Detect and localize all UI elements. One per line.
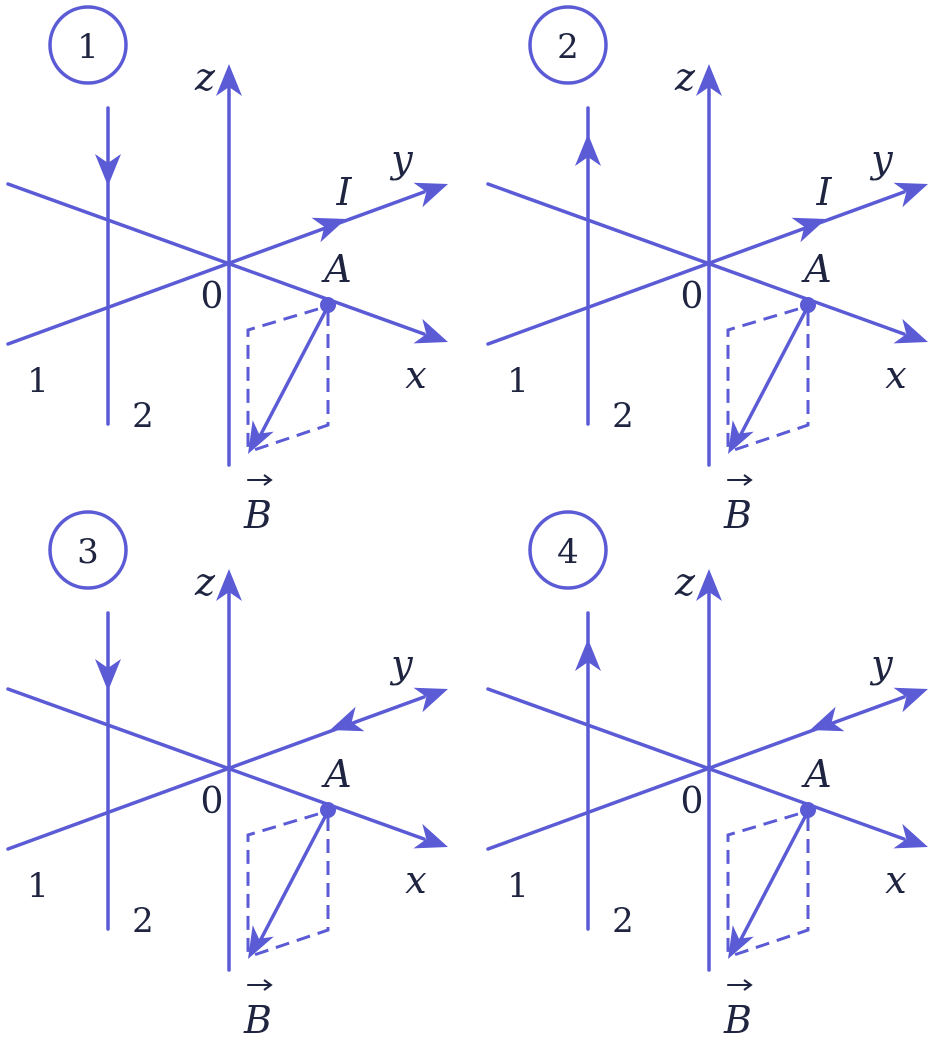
panel-number-circle — [48, 5, 128, 85]
point-a-label: A — [321, 247, 351, 291]
point-a-label: A — [801, 752, 831, 796]
projection-parallelogram — [726, 307, 810, 454]
point-a-label: A — [321, 752, 351, 796]
z-axis-label: z — [674, 560, 696, 604]
panel-number: 2 — [557, 27, 579, 67]
panel-number: 1 — [77, 27, 99, 67]
x-axis — [486, 182, 906, 336]
x-axis-label: x — [885, 353, 906, 397]
x-axis — [6, 182, 426, 336]
field-vector-arrow-icon — [248, 925, 274, 959]
projection-parallelogram — [246, 307, 330, 454]
current-label: I — [815, 170, 832, 214]
field-b-vector-arrow-icon — [743, 474, 753, 486]
y-axis — [6, 695, 426, 851]
y-axis — [486, 190, 906, 346]
wire-current-down-arrow-icon — [95, 659, 121, 691]
field-b-vector-arrow-icon — [263, 979, 273, 991]
projection-parallelogram — [726, 812, 810, 959]
x-axis-arrow-icon — [413, 318, 448, 344]
current-arrow-icon — [810, 706, 845, 732]
y-axis — [486, 695, 906, 851]
panel-1-figure: 1 z x y 0 I 1 2 A B — [6, 5, 448, 537]
wire-1-label: 1 — [27, 361, 49, 401]
y-axis-arrow-icon — [893, 182, 928, 208]
panel-number: 3 — [77, 532, 99, 572]
wire-current-down-arrow-icon — [95, 154, 121, 186]
wire-2-label: 2 — [612, 901, 634, 941]
field-b-label: B — [243, 493, 272, 537]
field-b-vector-arrow-icon — [263, 474, 273, 486]
field-vector-arrow-icon — [728, 925, 754, 959]
field-vector-b — [738, 813, 808, 943]
projection-parallelogram — [246, 812, 330, 959]
current-arrow-icon — [791, 217, 826, 243]
y-axis-arrow-icon — [893, 687, 928, 713]
field-vector-arrow-icon — [728, 420, 754, 454]
panel-number-circle — [48, 510, 128, 590]
field-vector-b — [258, 813, 328, 943]
point-a-marker — [320, 297, 336, 313]
wire-2-label: 2 — [132, 396, 154, 436]
z-axis-label: z — [674, 55, 696, 99]
field-b-vector-arrow-icon — [743, 979, 753, 991]
field-vector-arrow-icon — [248, 420, 274, 454]
x-axis-label: x — [405, 353, 426, 397]
x-axis — [486, 687, 906, 841]
point-a-label: A — [801, 247, 831, 291]
panel-number: 4 — [557, 532, 579, 572]
wire-2-label: 2 — [132, 901, 154, 941]
wire-current-up-arrow-icon — [575, 639, 601, 671]
z-axis-arrow-icon — [216, 64, 242, 96]
field-b-label: B — [723, 493, 752, 537]
x-axis-arrow-icon — [413, 823, 448, 849]
y-axis-label: y — [869, 642, 893, 686]
x-axis-arrow-icon — [893, 823, 928, 849]
origin-label: 0 — [681, 276, 704, 317]
diagram-panel-1: 1 z x y 0 I 1 2 A B — [0, 0, 474, 537]
field-b-label: B — [723, 998, 752, 1042]
panel-number-circle — [528, 5, 608, 85]
z-axis-label: z — [194, 560, 216, 604]
wire-current-up-arrow-icon — [575, 134, 601, 166]
y-axis-arrow-icon — [413, 687, 448, 713]
panel-3-figure: 3 z x y 0 1 2 A B — [6, 510, 448, 1042]
wire-1-label: 1 — [507, 361, 529, 401]
current-arrow-icon — [330, 706, 365, 732]
panel-4-figure: 4 z x y 0 1 2 A B — [486, 510, 928, 1042]
y-axis-label: y — [869, 137, 893, 181]
x-axis-label: x — [405, 858, 426, 902]
x-axis-arrow-icon — [893, 318, 928, 344]
field-b-label: B — [243, 998, 272, 1042]
point-a-marker — [800, 297, 816, 313]
field-vector-b — [738, 308, 808, 438]
origin-label: 0 — [201, 276, 224, 317]
field-vector-b — [258, 308, 328, 438]
panel-number-circle — [528, 510, 608, 590]
y-axis-arrow-icon — [413, 182, 448, 208]
wire-1-label: 1 — [507, 866, 529, 906]
diagram-panel-4: 4 z x y 0 1 2 A B — [480, 505, 948, 1042]
x-axis-label: x — [885, 858, 906, 902]
current-label: I — [335, 170, 352, 214]
z-axis-arrow-icon — [696, 569, 722, 601]
z-axis-arrow-icon — [696, 64, 722, 96]
x-axis — [6, 687, 426, 841]
y-axis-label: y — [389, 642, 413, 686]
z-axis-label: z — [194, 55, 216, 99]
wire-2-label: 2 — [612, 396, 634, 436]
origin-label: 0 — [201, 781, 224, 822]
origin-label: 0 — [681, 781, 704, 822]
current-arrow-icon — [311, 217, 346, 243]
point-a-marker — [800, 802, 816, 818]
z-axis-arrow-icon — [216, 569, 242, 601]
y-axis — [6, 190, 426, 346]
wire-1-label: 1 — [27, 866, 49, 906]
point-a-marker — [320, 802, 336, 818]
y-axis-label: y — [389, 137, 413, 181]
diagram-panel-3: 3 z x y 0 1 2 A B — [0, 505, 474, 1042]
